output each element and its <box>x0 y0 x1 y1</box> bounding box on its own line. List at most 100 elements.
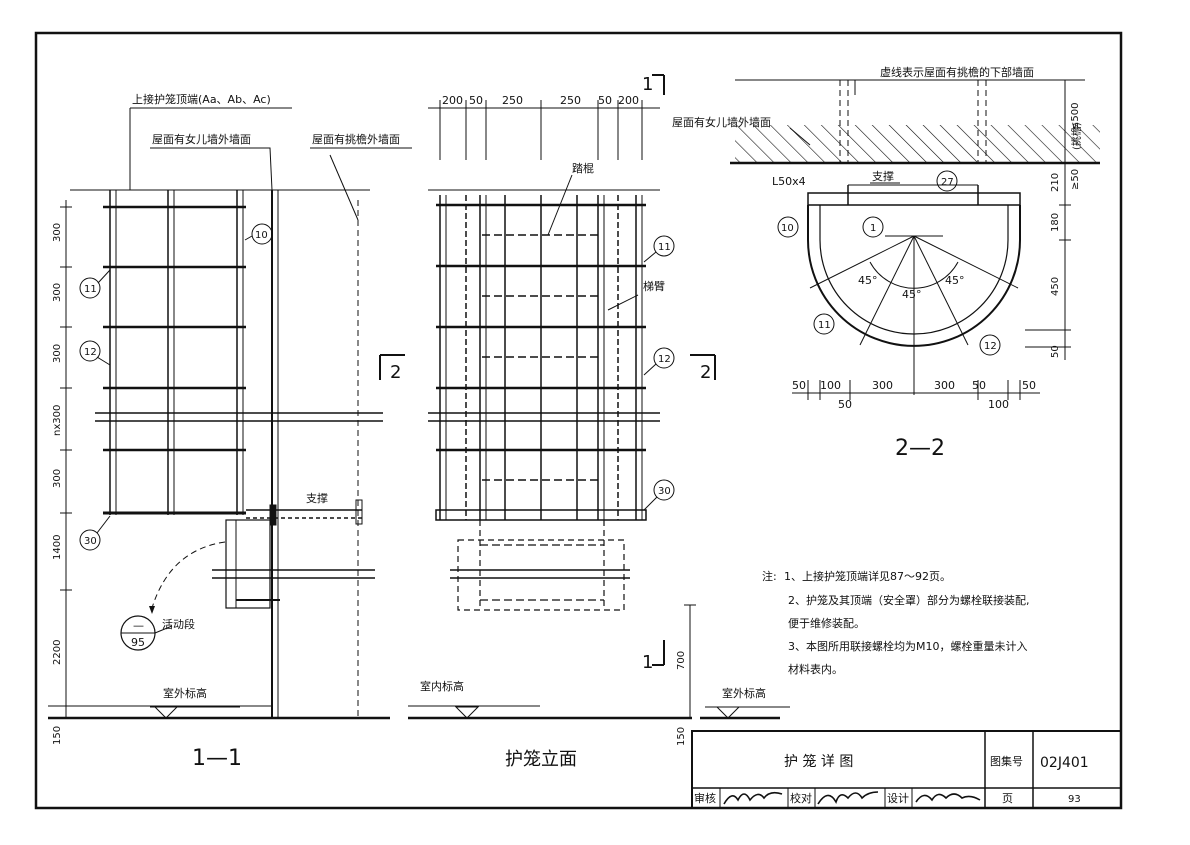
dim-bottom-50-b: 50 <box>972 379 986 392</box>
dim-150-right: 150 <box>676 727 687 746</box>
label-support-section: 支撑 <box>872 169 894 183</box>
dim-2200: 2200 <box>52 640 63 665</box>
dim-700: 700 <box>676 651 687 670</box>
dim-300-b: 300 <box>52 283 63 302</box>
page-number: 93 <box>1068 794 1081 805</box>
signature-checker <box>817 791 879 805</box>
dim-50-right: 50 <box>1050 345 1061 358</box>
label-top-end: 上接护笼顶端(Aa、Ab、Ac) <box>132 92 271 106</box>
dim-top-200-b: 200 <box>618 94 639 107</box>
angle-left: 45° <box>858 274 878 287</box>
note-3-cont: 材料表内。 <box>788 662 843 676</box>
design-label: 设计 <box>887 792 909 805</box>
angle-middle: 45° <box>902 288 922 301</box>
callout-11-left: 11 <box>84 284 97 295</box>
dim-300-c: 300 <box>52 344 63 363</box>
dim-top-250-a: 250 <box>502 94 523 107</box>
section-2-2-text: 虚线表示屋面有挑檐的下部墙面 屋面有女儿墙外墙面 (挑檐) L50x4 支撑 4… <box>672 65 1083 461</box>
dim-210: 210 <box>1050 173 1061 192</box>
signature-designer <box>915 793 981 803</box>
note-2-cont: 便于维修装配。 <box>788 616 865 630</box>
notes-lead: 注: <box>762 569 777 583</box>
label-parapet-wall: 屋面有女儿墙外墙面 <box>152 132 251 146</box>
section-mark-2-left: 2 <box>390 362 401 383</box>
dim-nx300: nx300 <box>52 405 63 436</box>
title-2-2: 2—2 <box>895 436 945 461</box>
ref-detail-top: — <box>133 619 144 632</box>
dim-150: 150 <box>52 726 63 745</box>
label-outdoor-level-right: 室外标高 <box>722 686 766 700</box>
atlas-number: 02J401 <box>1040 755 1089 771</box>
view-1-1-callout-text: 10 11 12 30 <box>84 230 268 547</box>
check-label: 校对 <box>790 791 812 805</box>
dim-ge50: ≥50 <box>1070 169 1081 190</box>
dim-bottom-100-a: 100 <box>820 379 841 392</box>
callout-11-section: 11 <box>818 320 831 331</box>
callout-12-mid: 12 <box>658 354 671 365</box>
callout-1: 1 <box>870 223 876 234</box>
section-mark-1-bottom: 1 <box>642 652 653 673</box>
section-2-2-callouts <box>777 170 1001 356</box>
section-mark-1-top: 1 <box>642 74 653 95</box>
dim-le500: ≤500 <box>1070 103 1081 130</box>
callout-27: 27 <box>941 177 954 188</box>
elevation-callouts <box>643 235 675 511</box>
section-2-2 <box>730 79 1100 400</box>
callout-10-section: 10 <box>781 223 794 234</box>
note-3: 3、本图所用联接螺栓均为M10，螺栓重量未计入 <box>788 639 1028 653</box>
dim-top-50-b: 50 <box>598 94 612 107</box>
label-parapet-wall-section: 屋面有女儿墙外墙面 <box>672 115 771 129</box>
section-mark-2-right: 2 <box>700 362 711 383</box>
angle-right: 45° <box>945 274 965 287</box>
dim-top-50-a: 50 <box>469 94 483 107</box>
elevation-callout-text: 11 12 30 <box>658 242 671 497</box>
note-1: 1、上接护笼顶端详见87～92页。 <box>784 569 951 583</box>
dim-180: 180 <box>1050 213 1061 232</box>
dim-300-a: 300 <box>52 223 63 242</box>
sheet-frame <box>34 31 1123 810</box>
dim-bottom-300-a: 300 <box>872 379 893 392</box>
label-movable-section: 活动段 <box>162 617 195 631</box>
callout-12-left: 12 <box>84 347 97 358</box>
label-step: 踏棍 <box>572 161 594 175</box>
atlas-label: 图集号 <box>990 754 1023 768</box>
section-2-2-callout-text: 1 10 11 12 27 <box>781 177 997 352</box>
label-angle-steel: L50x4 <box>772 175 806 188</box>
title-1-1: 1—1 <box>192 746 242 771</box>
view-1-1-callouts <box>79 223 273 551</box>
dim-bottom-50-a: 50 <box>792 379 806 392</box>
title-block <box>691 730 1122 809</box>
page-label: 页 <box>1002 792 1013 805</box>
label-eave-tag: (挑檐) <box>1070 122 1083 150</box>
dim-bottom-50-c: 50 <box>1022 379 1036 392</box>
label-dashed-lower-wall: 虚线表示屋面有挑檐的下部墙面 <box>880 65 1034 79</box>
title-elevation: 护笼立面 <box>505 749 577 770</box>
note-2: 2、护笼及其顶端（安全罩）部分为螺栓联接装配, <box>788 593 1030 607</box>
dim-bottom-100-row2: 100 <box>988 398 1009 411</box>
label-support: 支撑 <box>306 491 328 505</box>
dim-450: 450 <box>1050 277 1061 296</box>
callout-11-mid: 11 <box>658 242 671 253</box>
callout-10-left: 10 <box>255 230 268 241</box>
view-1-1 <box>48 107 412 720</box>
dim-top-200-a: 200 <box>442 94 463 107</box>
label-rail: 梯臂 <box>643 280 665 293</box>
dim-bottom-300-b: 300 <box>934 379 955 392</box>
callout-12-section: 12 <box>984 341 997 352</box>
elevation-text: 200 50 250 250 50 200 1 1 2 踏棍 梯臂 室内标高 室… <box>420 74 766 770</box>
notes-block: 注: 1、上接护笼顶端详见87～92页。 2、护笼及其顶端（安全罩）部分为螺栓联… <box>762 569 1030 676</box>
ref-detail-bottom: 95 <box>131 636 145 649</box>
callout-30-mid: 30 <box>658 486 671 497</box>
label-outdoor-level: 室外标高 <box>163 686 207 700</box>
dim-top-250-b: 250 <box>560 94 581 107</box>
callout-30-left: 30 <box>84 536 97 547</box>
title-block-text: 护 笼 详 图 图集号 02J401 审核 校对 设计 页 93 <box>694 753 1089 805</box>
signature-reviewer <box>723 791 783 805</box>
label-eave-wall: 屋面有挑檐外墙面 <box>312 132 400 146</box>
elevation-view <box>408 74 790 720</box>
view-1-1-text: 上接护笼顶端(Aa、Ab、Ac) 屋面有女儿墙外墙面 屋面有挑檐外墙面 300 … <box>52 92 401 771</box>
label-indoor-level: 室内标高 <box>420 679 464 693</box>
review-label: 审核 <box>694 791 716 805</box>
